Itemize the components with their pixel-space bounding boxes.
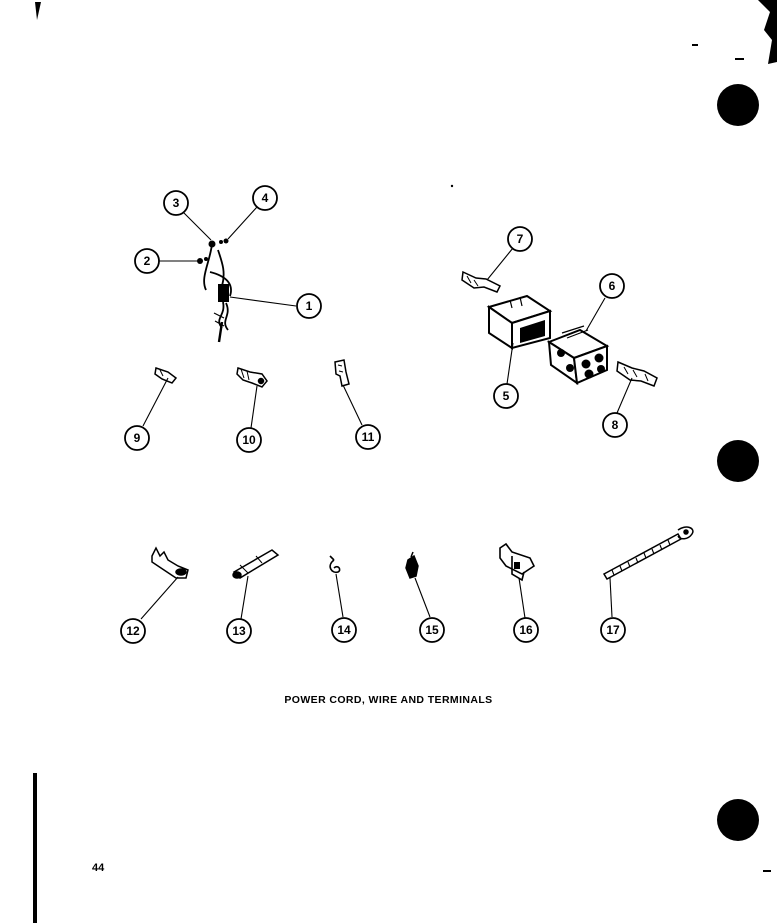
- callout-circle-1: [296, 293, 322, 319]
- callout-label-13: 13: [232, 624, 246, 638]
- callout-label-11: 11: [362, 430, 375, 444]
- callout-circle-2: [134, 248, 160, 274]
- leader-lines: [140, 206, 633, 620]
- part-wire-nut-4: [219, 238, 229, 244]
- binder-hole-bottom: [717, 799, 759, 841]
- part-wire-clip-14: [329, 555, 341, 574]
- page-number: 44: [92, 862, 105, 874]
- callout-circle-11: [355, 424, 381, 450]
- part-wire-nut-2: [197, 257, 208, 264]
- callout-label-3: 3: [173, 196, 180, 210]
- scan-marks: [33, 0, 777, 923]
- part-terminal-11: [334, 359, 350, 387]
- callout-label-5: 5: [503, 389, 510, 403]
- callout-circle-16: [513, 617, 539, 643]
- part-terminal-10: [236, 367, 268, 388]
- callout-circle-7: [507, 226, 533, 252]
- callout-circle-13: [226, 618, 252, 644]
- part-ring-terminal-12: [151, 546, 189, 579]
- part-connector-plug-6: [546, 325, 610, 386]
- callout-label-12: 12: [126, 624, 140, 638]
- diagram-caption: POWER CORD, WIRE AND TERMINALS: [284, 694, 493, 706]
- callout-labels: 1 2 3 4 5 6 7 8 9 10 11 12 13 14 15 16 1…: [126, 191, 620, 638]
- callout-label-16: 16: [519, 623, 533, 637]
- part-wire-nut-3: [208, 240, 216, 248]
- callout-circle-12: [120, 618, 146, 644]
- part-bracket-16: [499, 542, 536, 582]
- scan-dot: [450, 184, 454, 188]
- callout-label-9: 9: [134, 431, 141, 445]
- edge-mark: [758, 0, 777, 64]
- binder-hole-top: [717, 84, 759, 126]
- part-splice-13: [232, 549, 280, 579]
- callout-label-6: 6: [609, 279, 616, 293]
- callout-circle-14: [331, 617, 357, 643]
- part-terminal-9: [154, 367, 178, 384]
- binder-hole-middle: [717, 440, 759, 482]
- edge-dash-3: [763, 870, 771, 872]
- left-margin-bar: [33, 773, 37, 923]
- part-connector-housing-5: [486, 294, 553, 350]
- callout-circle-10: [236, 427, 262, 453]
- edge-dash-2: [735, 58, 744, 60]
- callout-label-15: 15: [425, 623, 439, 637]
- callout-circle-5: [493, 383, 519, 409]
- callout-label-1: 1: [306, 299, 313, 313]
- callout-circle-8: [602, 412, 628, 438]
- top-left-mark: [35, 2, 41, 20]
- callout-circle-9: [124, 425, 150, 451]
- callouts: [120, 185, 628, 644]
- part-cable-tie-17: [602, 526, 694, 581]
- part-terminal-7: [461, 270, 502, 293]
- callout-label-8: 8: [612, 418, 619, 432]
- callout-circle-3: [163, 190, 189, 216]
- callout-circle-17: [600, 617, 626, 643]
- callout-label-2: 2: [144, 254, 151, 268]
- edge-dash-1: [692, 44, 698, 46]
- callout-label-7: 7: [517, 232, 524, 246]
- part-terminal-8: [616, 360, 658, 387]
- callout-circle-6: [599, 273, 625, 299]
- callout-label-17: 17: [606, 623, 620, 637]
- callout-circle-4: [252, 185, 278, 211]
- callout-circle-15: [419, 617, 445, 643]
- callout-label-4: 4: [262, 191, 269, 205]
- part-terminal-15: [405, 551, 419, 579]
- callout-label-10: 10: [242, 433, 256, 447]
- part-power-cord: [203, 243, 232, 343]
- callout-label-14: 14: [337, 623, 351, 637]
